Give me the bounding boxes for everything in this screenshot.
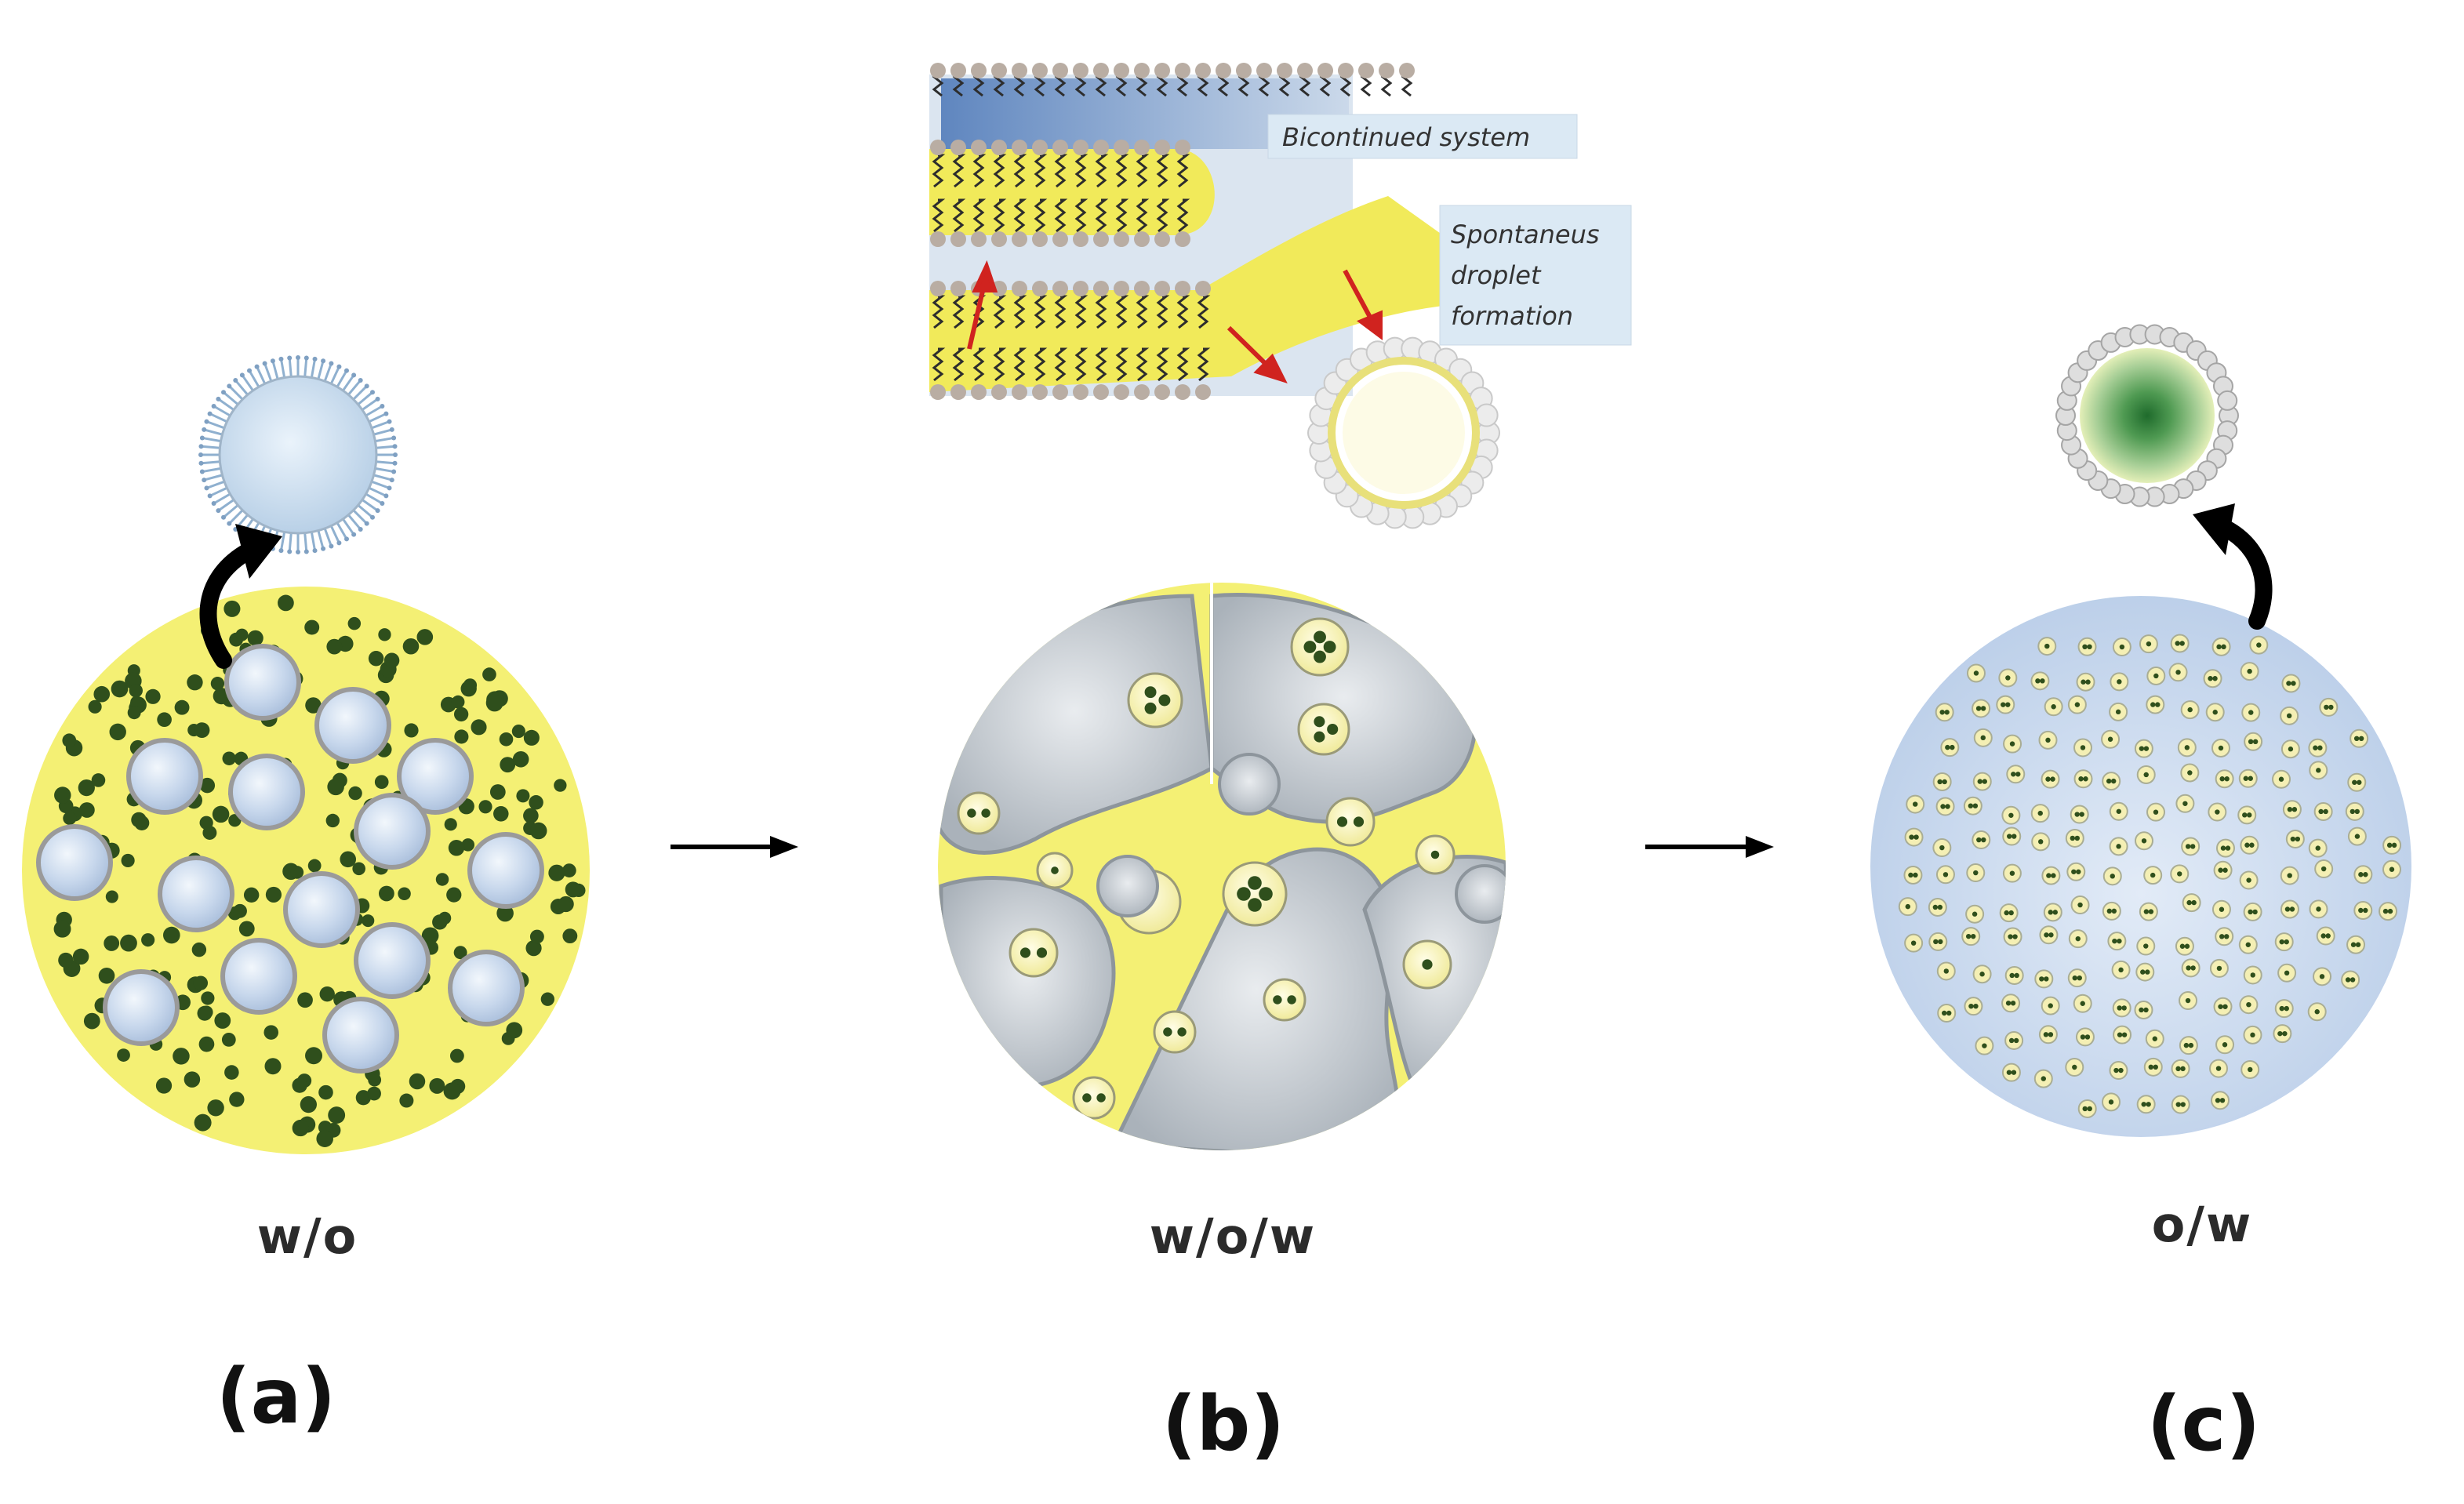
phase-label-b: w/o/w: [1149, 1208, 1317, 1265]
spontaneous-droplet-label: Spontaneus droplet formation: [1439, 205, 1632, 346]
phase-label-c: o/w: [2151, 1196, 2253, 1253]
curved-arrow-c: [2211, 517, 2273, 630]
arrow-a-to-b: [671, 836, 798, 858]
panel-c-emulsion: [1870, 596, 2411, 1137]
arrow-b-to-c: [1645, 836, 1774, 858]
spontaneous-line-3: formation: [1451, 301, 1573, 331]
bicontinued-system-label: Bicontinued system: [1267, 114, 1578, 159]
panel-a-emulsion: [22, 587, 590, 1154]
bicontinued-text: Bicontinued system: [1282, 122, 1530, 152]
spontaneous-line-1: Spontaneus: [1451, 220, 1600, 249]
spontaneous-droplet: [1307, 336, 1500, 529]
phase-label-a: w/o: [256, 1208, 358, 1265]
water-droplets: [36, 644, 544, 1074]
drug-particles: [49, 594, 586, 1147]
micelle-c: [2055, 324, 2239, 507]
panel-label-b: (b): [1161, 1380, 1285, 1468]
spontaneous-line-2: droplet: [1451, 260, 1542, 290]
curved-arrow-a: [199, 540, 261, 669]
reverse-micelle-a: [198, 355, 398, 554]
panel-b-emulsion: [938, 583, 1506, 1150]
curved-arrow-c-head: [2193, 503, 2235, 555]
panel-label-a: (a): [216, 1353, 336, 1440]
panel-label-c: (c): [2146, 1380, 2261, 1468]
curved-arrow-a-head: [235, 524, 282, 579]
